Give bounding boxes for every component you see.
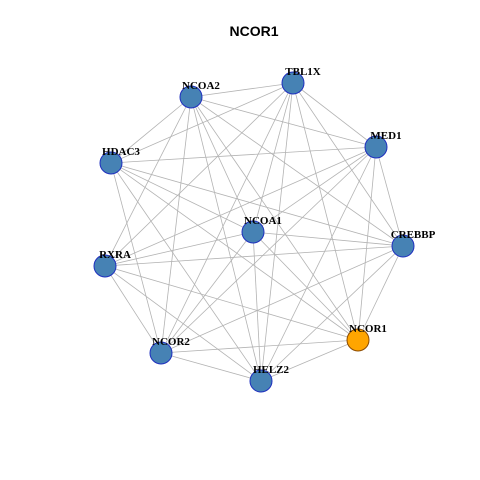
edge-rxra-ncor1: [104, 265, 359, 341]
edge-ncoa1-ncor1: [252, 231, 359, 341]
edge-tbl1x-helz2: [260, 82, 294, 382]
edge-ncoa2-ncor2: [160, 96, 192, 354]
edge-ncoa2-rxra: [104, 96, 192, 267]
edge-hdac3-ncor1: [110, 162, 359, 341]
edge-tbl1x-ncor1: [292, 82, 359, 341]
node-hdac3[interactable]: [99, 151, 123, 175]
edge-ncoa1-crebbp: [252, 231, 404, 247]
edge-ncoa2-tbl1x: [190, 82, 294, 98]
edge-hdac3-crebbp: [110, 162, 404, 247]
node-layer: [93, 71, 415, 393]
edge-tbl1x-crebbp: [292, 82, 404, 247]
edge-tbl1x-ncor2: [160, 82, 294, 354]
node-ncor1[interactable]: [346, 328, 370, 352]
edge-tbl1x-hdac3: [110, 82, 294, 164]
edge-ncoa1-ncor2: [160, 231, 254, 354]
edge-ncor1-helz2: [260, 339, 359, 382]
edge-med1-ncoa1: [252, 146, 377, 233]
node-ncor2[interactable]: [149, 341, 173, 365]
edge-med1-ncor2: [160, 146, 377, 354]
node-label-rxra: RXRA: [99, 249, 131, 261]
node-helz2[interactable]: [249, 369, 273, 393]
node-crebbp[interactable]: [391, 234, 415, 258]
edge-crebbp-ncor2: [160, 245, 404, 354]
edge-ncoa2-hdac3: [110, 96, 192, 164]
node-label-ncoa2: NCOA2: [182, 80, 220, 92]
edge-tbl1x-ncoa1: [252, 82, 294, 233]
edge-ncoa2-ncor1: [190, 96, 359, 341]
edge-ncoa2-crebbp: [190, 96, 404, 247]
edge-layer: [104, 82, 404, 382]
edge-tbl1x-med1: [292, 82, 377, 148]
node-med1[interactable]: [364, 135, 388, 159]
edge-ncoa2-med1: [190, 96, 377, 148]
edge-tbl1x-rxra: [104, 82, 294, 267]
edge-ncoa1-helz2: [252, 231, 262, 382]
node-rxra[interactable]: [93, 254, 117, 278]
edge-ncoa2-ncoa1: [190, 96, 254, 233]
node-label-hdac3: HDAC3: [102, 146, 140, 158]
edge-med1-crebbp: [375, 146, 404, 247]
node-label-med1: MED1: [370, 130, 401, 142]
node-tbl1x[interactable]: [281, 71, 305, 95]
edge-crebbp-rxra: [104, 245, 404, 267]
edge-crebbp-ncor1: [357, 245, 404, 341]
edge-hdac3-ncor2: [110, 162, 162, 354]
edge-med1-helz2: [260, 146, 377, 382]
edge-med1-rxra: [104, 146, 377, 267]
edge-rxra-ncor2: [104, 265, 162, 354]
node-label-tbl1x: TBL1X: [285, 66, 321, 78]
edge-hdac3-ncoa1: [110, 162, 254, 233]
edge-hdac3-helz2: [110, 162, 262, 382]
node-label-crebbp: CREBBP: [391, 229, 436, 241]
edge-crebbp-helz2: [260, 245, 404, 382]
edge-med1-hdac3: [110, 146, 377, 164]
graph-title: NCOR1: [229, 23, 278, 39]
edge-ncoa1-rxra: [104, 231, 254, 267]
node-ncoa2[interactable]: [179, 85, 203, 109]
edge-ncor1-ncor2: [160, 339, 359, 354]
edge-ncoa2-helz2: [190, 96, 262, 382]
node-label-ncoa1: NCOA1: [244, 215, 282, 227]
edge-rxra-helz2: [104, 265, 262, 382]
edge-med1-ncor1: [357, 146, 377, 341]
node-ncoa1[interactable]: [241, 220, 265, 244]
node-label-ncor2: NCOR2: [152, 336, 190, 348]
node-label-helz2: HELZ2: [253, 364, 290, 376]
edge-ncor2-helz2: [160, 352, 262, 382]
node-label-ncor1: NCOR1: [349, 323, 387, 335]
